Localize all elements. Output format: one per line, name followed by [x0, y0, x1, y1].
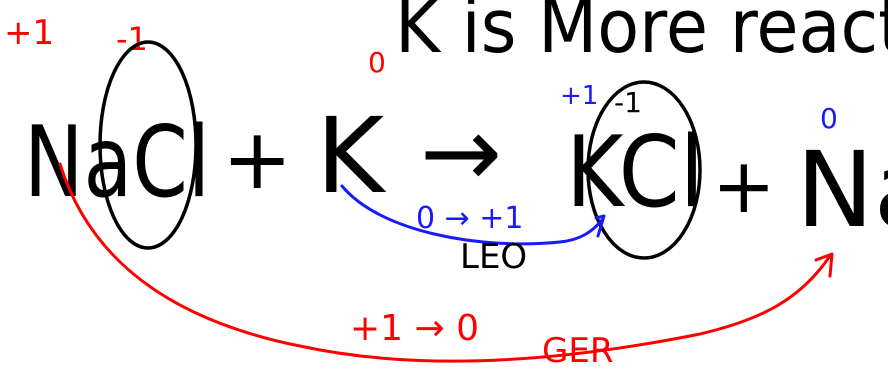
plus-sign-1: +: [222, 110, 292, 208]
oxidation-label: LEO: [460, 237, 527, 277]
cl-reactant-circle: [98, 40, 198, 250]
reduction-arrow: [58, 162, 832, 363]
reduction-change: +1 → 0: [350, 308, 479, 349]
charge-na-product: 0: [820, 102, 838, 135]
oxidation-arrow: [340, 184, 604, 246]
cl-product-circle: [586, 80, 702, 260]
reaction-arrow: →: [420, 96, 502, 210]
charge-k-reactant: 0: [368, 46, 386, 79]
header-note: K is More react: [395, 0, 888, 70]
charge-cl-reactant: -1: [116, 20, 148, 58]
product-na: Na: [796, 129, 888, 251]
oxidation-change: 0 → +1: [416, 201, 524, 236]
reactant-k: K: [316, 95, 387, 217]
charge-k-product: +1: [560, 81, 598, 111]
oxidation-arrowhead: [594, 214, 606, 238]
charge-na-reactant: +1: [4, 13, 54, 53]
reduction-arrowhead: [814, 252, 834, 278]
product-kcl: KCl: [566, 116, 704, 230]
reduction-label: GER: [542, 331, 613, 371]
plus-sign-2: +: [712, 141, 776, 230]
reactant-nacl: NaCl: [24, 106, 210, 220]
